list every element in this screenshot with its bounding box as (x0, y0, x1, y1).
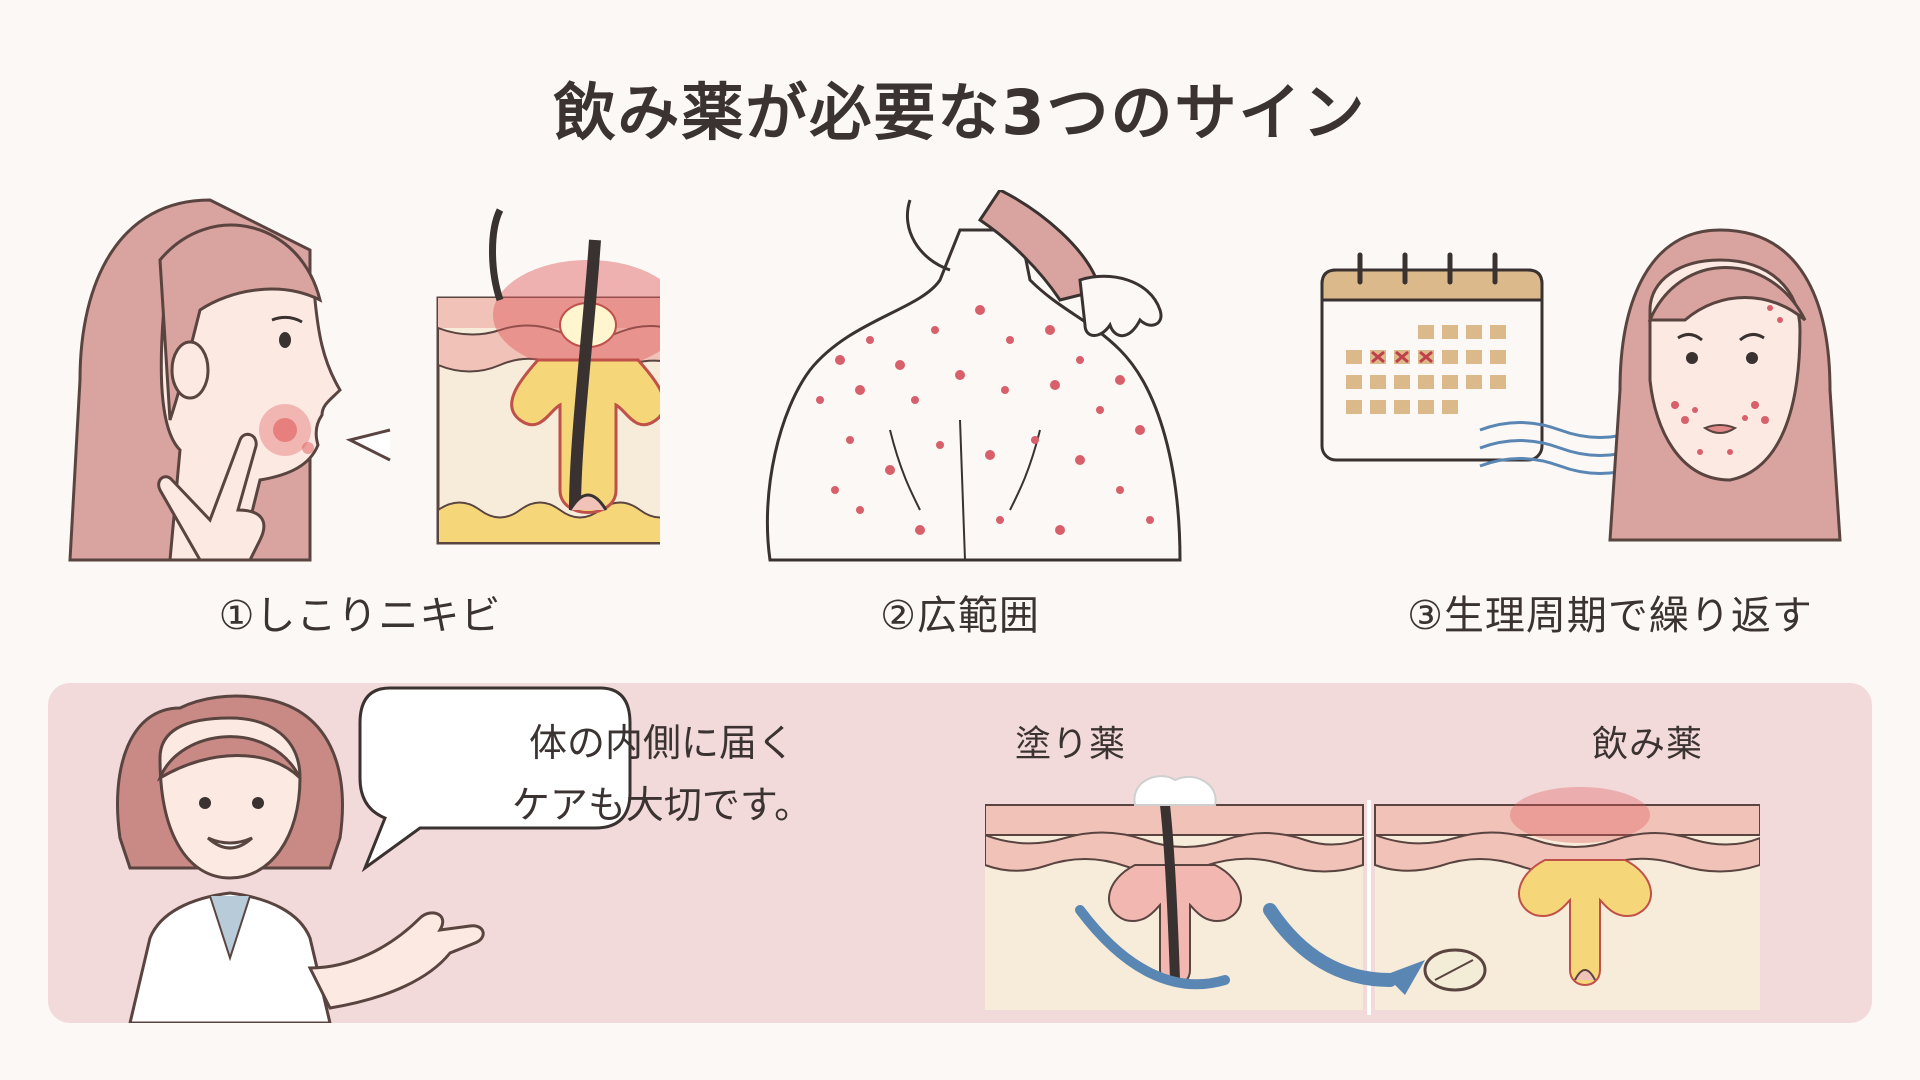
speech-line-2: ケアも大切です。 (511, 783, 813, 827)
oral-skin-section (1374, 787, 1760, 1010)
arrow-blue (1263, 903, 1397, 987)
skin-cross-section (436, 208, 660, 545)
widespread-acne-illustration (765, 190, 1182, 562)
topical-skin-section (985, 775, 1364, 1010)
nodular-acne-illustration (68, 198, 660, 562)
sign-panel-nodular-acne (60, 190, 660, 570)
cream-icon (1133, 775, 1217, 806)
sign-panel-cyclical (1300, 190, 1900, 570)
pill-icon (1423, 948, 1487, 992)
calendar (1320, 252, 1544, 462)
speech-line-1: 体の内側に届く (528, 721, 795, 765)
doctor-hand (307, 911, 485, 1010)
sign-label-widespread: ②広範囲 (880, 593, 1040, 639)
pointing-hand (157, 432, 266, 562)
speech-text: 体の内側に届く ケアも大切です。 (482, 712, 842, 836)
page-title: 飲み薬が必要な3つのサイン (553, 76, 1367, 149)
sign-label-cyclical: ③生理周期で繰り返す (1407, 593, 1813, 639)
label-oral: 飲み薬 (1592, 724, 1704, 765)
treatment-comparison-diagram (985, 775, 1760, 1015)
doctor-illustration (116, 686, 632, 1023)
acne-dots (816, 305, 1154, 535)
hand-on-shoulder (1078, 274, 1163, 338)
label-topical: 塗り薬 (1015, 724, 1127, 765)
speech-bubble (358, 686, 632, 873)
woman-eye (279, 332, 291, 348)
sign-panel-widespread (660, 190, 1260, 570)
cyclical-acne-illustration (1320, 228, 1842, 542)
sign-label-nodular-acne: ①しこりニキビ (218, 593, 502, 639)
back-outline (765, 228, 1182, 562)
